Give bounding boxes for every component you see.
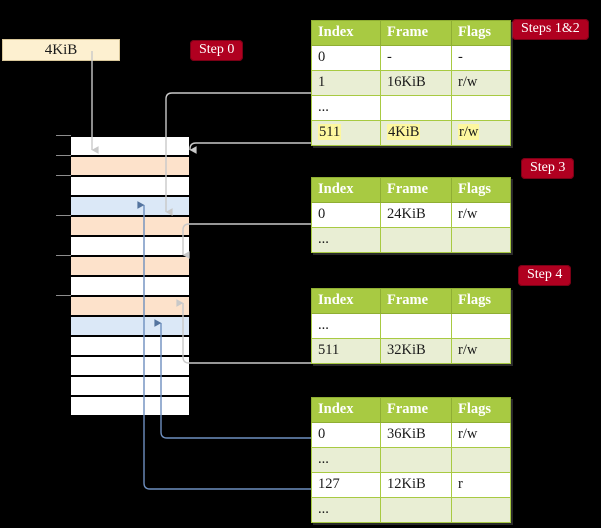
column-header-index: Index [311,177,381,203]
memory-tick [56,215,71,216]
memory-row [71,176,189,196]
cell-index: ... [311,95,381,121]
memory-row [71,276,189,296]
table-row: 0 - - [311,45,511,71]
cell-index: 0 [311,202,381,228]
table-row: 127 12KiB r [311,472,511,498]
column-header-frame: Frame [380,288,452,314]
cell-flags: r/w [451,120,511,146]
cell-frame [380,497,452,523]
step-0-badge: Step 0 [190,40,244,61]
cell-frame: 32KiB [380,338,452,364]
column-header-frame: Frame [380,397,452,423]
step-3-label: Step 3 [530,160,566,175]
table-row: 511 32KiB r/w [311,338,511,364]
memory-row [71,316,189,336]
table-row: ... [311,227,511,253]
memory-row [71,196,189,216]
memory-tick [56,155,71,156]
memory-tick [56,295,71,296]
cell-index: 0 [311,45,381,71]
cell-index: 0 [311,422,381,448]
memory-row [71,236,189,256]
cell-index: ... [311,313,381,339]
memory-row [71,396,189,416]
cell-frame [380,227,452,253]
cell-frame [380,95,452,121]
memory-row [71,296,189,316]
column-header-index: Index [311,397,381,423]
table-header-row: Index Frame Flags [311,288,511,314]
cell-flags: r/w [451,202,511,228]
step-4-label: Step 4 [527,267,563,282]
physical-memory-column [70,135,190,416]
cell-frame: 36KiB [380,422,452,448]
column-header-frame: Frame [380,20,452,46]
table-row: 1 16KiB r/w [311,70,511,96]
cell-index: 1 [311,70,381,96]
cell-frame: 12KiB [380,472,452,498]
column-header-index: Index [311,288,381,314]
memory-row [71,256,189,276]
cell-flags: r/w [451,70,511,96]
cell-frame: 16KiB [380,70,452,96]
cell-index: ... [311,497,381,523]
step-0-label: Step 0 [199,42,235,57]
cell-flags: r/w [451,338,511,364]
page-table-level-1: Index Frame Flags 0 - - 1 16KiB r/w ... [311,20,511,146]
memory-row [71,156,189,176]
cell-flags: - [451,45,511,71]
cell-index: ... [311,227,381,253]
cell-frame [380,447,452,473]
cell-frame: 4KiB [380,120,452,146]
column-header-flags: Flags [451,397,511,423]
column-header-flags: Flags [451,288,511,314]
column-header-flags: Flags [451,20,511,46]
cell-index: 511 [311,338,381,364]
memory-row [71,356,189,376]
cell-flags: r [451,472,511,498]
cell-index: 127 [311,472,381,498]
cell-index: ... [311,447,381,473]
cell-frame [380,313,452,339]
memory-row [71,216,189,236]
cell-flags [451,313,511,339]
memory-row [71,136,189,156]
page-table-level-4: Index Frame Flags 0 36KiB r/w ... 127 12… [311,397,511,523]
steps-1-2-label: Steps 1&2 [521,21,580,36]
cell-flags [451,497,511,523]
column-header-frame: Frame [380,177,452,203]
table-header-row: Index Frame Flags [311,397,511,423]
cell-frame: 24KiB [380,202,452,228]
table-header-row: Index Frame Flags [311,20,511,46]
table-row: 0 36KiB r/w [311,422,511,448]
cell-flags [451,227,511,253]
table-header-row: Index Frame Flags [311,177,511,203]
cell-flags [451,447,511,473]
memory-tick [56,175,71,176]
table-row: ... [311,447,511,473]
memory-tick [56,135,71,136]
table-row: ... [311,313,511,339]
memory-tick [56,255,71,256]
column-header-flags: Flags [451,177,511,203]
table-row: 511 4KiB r/w [311,120,511,146]
memory-row [71,376,189,396]
table-row: ... [311,95,511,121]
cell-frame: - [380,45,452,71]
cell-flags: r/w [451,422,511,448]
step-3-badge: Step 3 [521,158,575,179]
page-table-level-2: Index Frame Flags 0 24KiB r/w ... [311,177,511,253]
page-table-level-3: Index Frame Flags ... 511 32KiB r/w [311,288,511,364]
memory-row [71,336,189,356]
step-4-badge: Step 4 [518,265,572,286]
column-header-index: Index [311,20,381,46]
source-page-label: 4KiB [44,41,78,58]
table-row: 0 24KiB r/w [311,202,511,228]
source-page-box: 4KiB [2,39,120,61]
cell-flags [451,95,511,121]
steps-1-2-badge: Steps 1&2 [512,19,589,40]
table-row: ... [311,497,511,523]
cell-index: 511 [311,120,381,146]
